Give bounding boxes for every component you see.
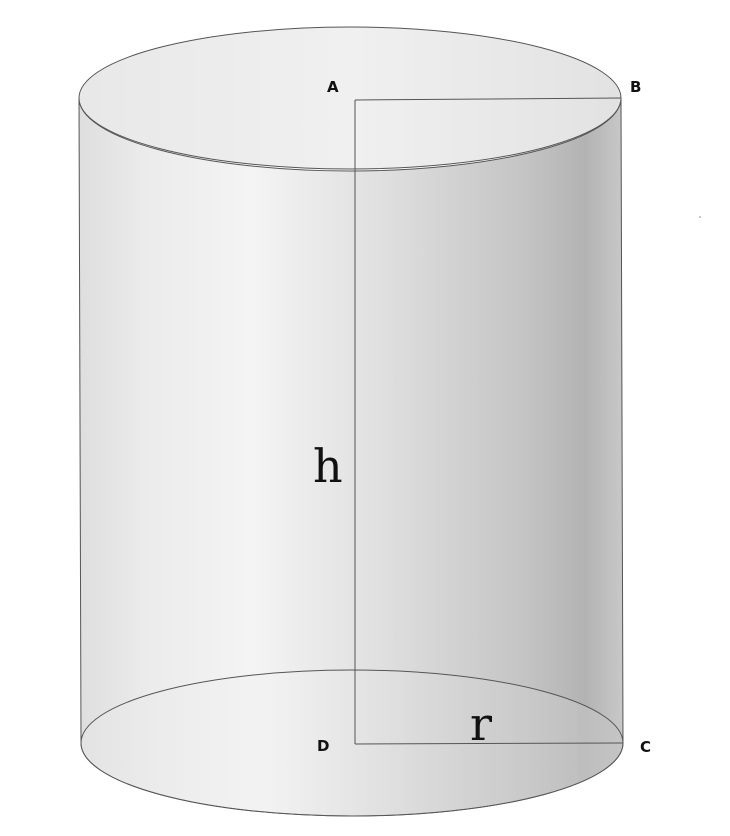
stray-dot: [699, 216, 701, 218]
point-label-b: B: [630, 78, 641, 96]
point-label-a: A: [327, 78, 339, 96]
segment-dc: [354, 742, 624, 745]
radius-label: r: [470, 697, 492, 751]
top-face-ellipse: [78, 26, 622, 170]
height-label: h: [313, 439, 343, 493]
segment-ab: [354, 97, 622, 101]
point-label-c: C: [640, 738, 651, 756]
point-label-d: D: [317, 737, 329, 755]
